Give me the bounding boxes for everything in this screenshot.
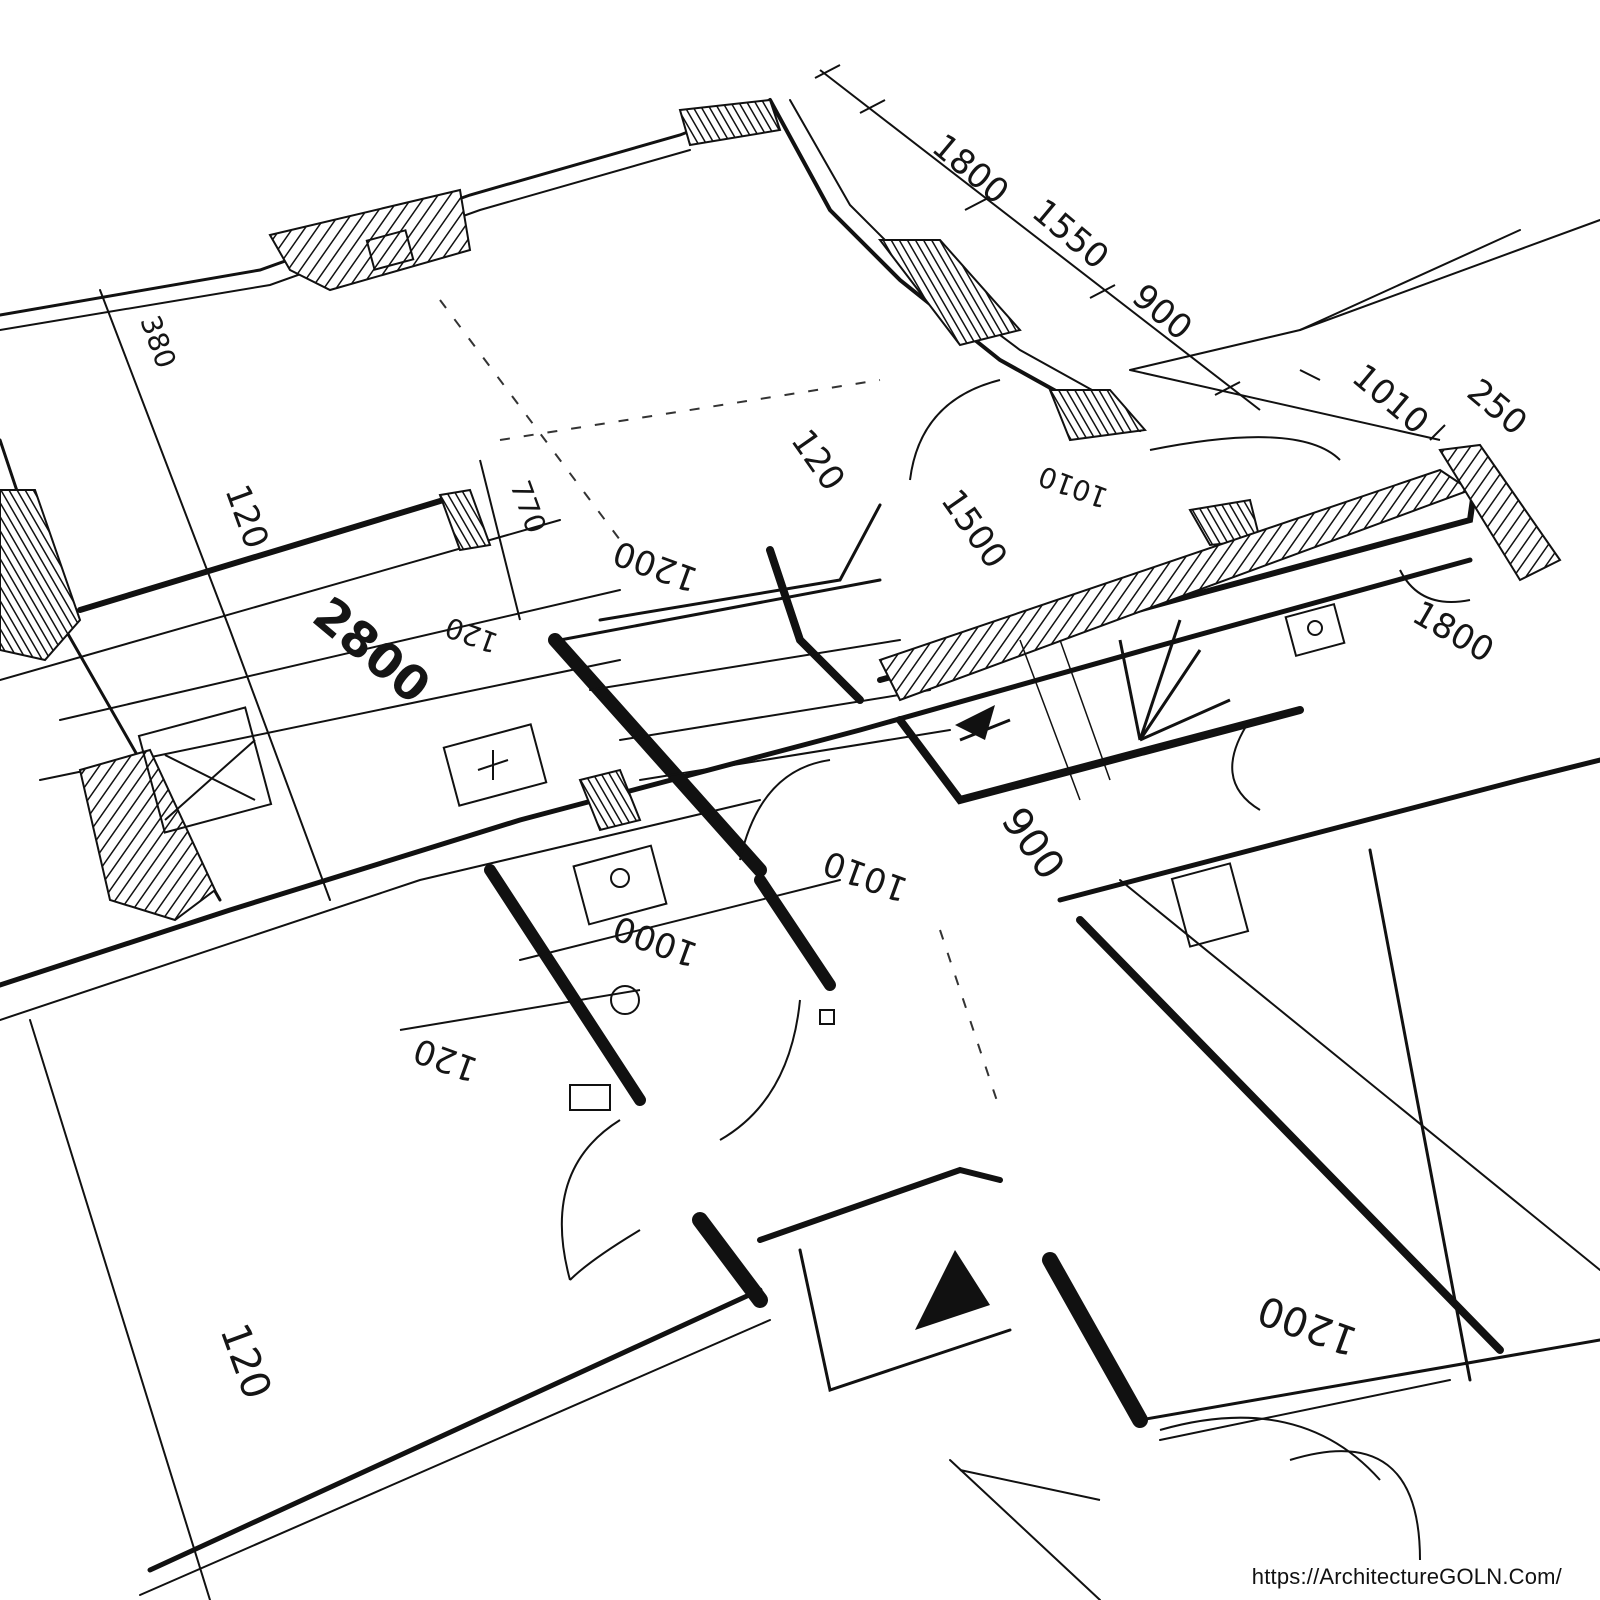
construction-lines	[439, 299, 1001, 1111]
dim-120-small: 120	[441, 610, 503, 659]
dim-770: 770	[503, 476, 552, 538]
door-swings	[560, 379, 1471, 1561]
dim-1200-bottom: 1200	[1252, 1286, 1363, 1364]
dim-1010-lower: 1010	[818, 842, 913, 909]
dim-1010-mid: 1010	[1034, 459, 1112, 514]
arrow-marker	[955, 705, 995, 740]
dim-1800-right: 1800	[1406, 593, 1501, 671]
hatched-walls	[0, 98, 1562, 922]
dim-250: 250	[1459, 371, 1534, 443]
dim-120-bottom-left: 120	[211, 1318, 280, 1405]
dim-900-top: 900	[1124, 276, 1199, 348]
dimension-lines	[399, 64, 1446, 1501]
watermark-url: https://ArchitectureGOLN.Com/	[1251, 1564, 1562, 1589]
dim-1200-mid: 1200	[608, 532, 703, 599]
dim-120-left: 120	[217, 479, 277, 554]
dim-2800: 2800	[302, 586, 440, 715]
dim-120-mid: 120	[783, 422, 853, 498]
dim-900-center: 900	[992, 799, 1073, 888]
north-triangle-marker	[915, 1250, 990, 1330]
dim-380: 380	[133, 311, 182, 373]
dim-120-lower: 120	[408, 1029, 483, 1089]
fixtures	[137, 229, 1346, 1111]
dim-1800-top: 1800	[924, 126, 1016, 212]
dim-1500: 1500	[933, 482, 1015, 576]
